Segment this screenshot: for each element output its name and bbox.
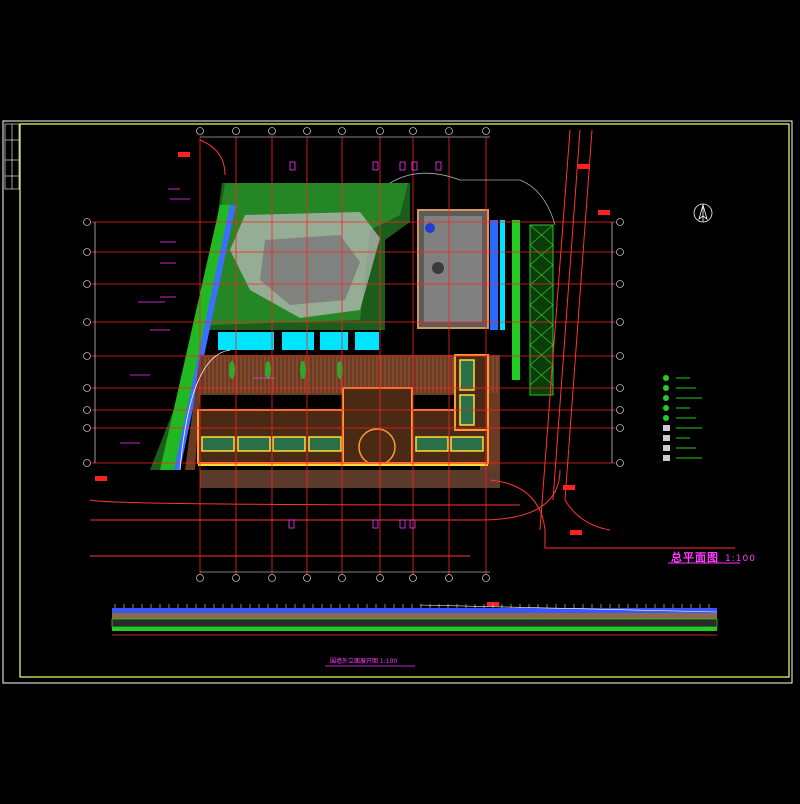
pool-1	[218, 332, 274, 350]
tree-symbol	[300, 361, 306, 379]
axis-bubble	[83, 406, 91, 414]
axis-bubble	[232, 127, 240, 135]
axis-bubble	[445, 127, 453, 135]
road-curve-south	[90, 469, 561, 521]
right-green-strip	[512, 220, 520, 380]
courtyard-tree-1	[432, 262, 444, 274]
planter-boxes	[201, 359, 484, 452]
axis-bubble	[409, 127, 417, 135]
legend-symbol	[663, 405, 669, 411]
road-corner-ne	[199, 139, 226, 176]
left-planting-strip	[160, 205, 232, 470]
legend-symbol	[663, 375, 669, 381]
axis-bubble	[232, 574, 240, 582]
axis-bubble	[83, 459, 91, 467]
road-diagonal-1	[539, 129, 571, 531]
south-wall	[200, 470, 500, 488]
section-title: 围墙外立面展开图 1:100	[330, 658, 398, 665]
road-diagonal-2	[552, 129, 581, 501]
road-diagonal-3	[564, 129, 593, 501]
site-boundary-curve	[179, 349, 231, 471]
legend-symbol	[663, 425, 670, 431]
axis-bubble	[83, 218, 91, 226]
pool-4	[355, 332, 379, 350]
axis-bubble	[303, 127, 311, 135]
drawing-title: 总平面图 1:100	[671, 549, 756, 565]
outer-frame	[2, 120, 793, 684]
axis-bubble	[303, 574, 311, 582]
axis-bubble	[196, 127, 204, 135]
legend	[663, 375, 702, 461]
road-curve-west	[89, 499, 521, 506]
courtyard-tree-2	[425, 223, 435, 233]
planter-box	[459, 359, 475, 391]
axis-bubble	[83, 318, 91, 326]
tree-symbol	[265, 361, 271, 379]
elevation-strip	[111, 604, 718, 667]
right-blue-strip-1	[490, 220, 498, 330]
axis-bubble	[376, 127, 384, 135]
axis-bubble	[268, 574, 276, 582]
axis-bubble	[616, 218, 624, 226]
pool-3	[320, 332, 348, 350]
planter-box	[272, 436, 306, 452]
axis-bubble	[482, 574, 490, 582]
axis-bubble	[409, 574, 417, 582]
site-boundary-ne	[389, 172, 556, 226]
axis-bubble	[445, 574, 453, 582]
axis-bubble	[616, 384, 624, 392]
axis-grid	[83, 127, 624, 582]
axis-bubble	[616, 406, 624, 414]
legend-symbol	[663, 415, 669, 421]
planter-box	[415, 436, 449, 452]
axis-bubble	[268, 127, 276, 135]
pool-2	[282, 332, 314, 350]
building-entrance	[342, 387, 413, 464]
north-arrow-icon	[693, 203, 713, 223]
axis-bubble	[482, 127, 490, 135]
planter-box	[201, 436, 235, 452]
axis-bubble	[616, 352, 624, 360]
title-block	[4, 123, 20, 190]
axis-bubble	[83, 280, 91, 288]
road-corner-se	[489, 479, 735, 549]
drawing-title-text: 总平面图	[671, 551, 719, 564]
axis-bubble	[616, 459, 624, 467]
diagonal-planter	[529, 224, 554, 396]
tree-symbol	[229, 361, 235, 379]
axis-bubble	[83, 248, 91, 256]
annotation-marks	[120, 161, 442, 529]
axis-bubble	[83, 352, 91, 360]
axis-bubble	[338, 574, 346, 582]
legend-symbol	[663, 445, 670, 451]
road-curve-east	[564, 499, 611, 531]
planter-box	[450, 436, 484, 452]
axis-bubble	[196, 574, 204, 582]
right-blue-strip-2	[500, 220, 505, 330]
axis-bubble	[616, 248, 624, 256]
tree-symbol	[337, 361, 343, 379]
elevation-ticks	[114, 604, 710, 608]
axis-bubble	[616, 280, 624, 288]
inner-frame	[19, 123, 790, 678]
axis-bubble	[616, 424, 624, 432]
legend-symbol	[663, 455, 670, 461]
legend-symbol	[663, 435, 670, 441]
axis-bubble	[338, 127, 346, 135]
left-water-strip	[174, 205, 236, 470]
axis-bubble	[376, 574, 384, 582]
planter-box	[237, 436, 271, 452]
planter-box	[308, 436, 342, 452]
drawing-scale: 1:100	[725, 554, 756, 564]
legend-symbol	[663, 395, 669, 401]
legend-symbol	[663, 385, 669, 391]
axis-bubble	[616, 318, 624, 326]
axis-bubble	[83, 384, 91, 392]
axis-bubble	[83, 424, 91, 432]
garden-gravel	[260, 235, 360, 305]
